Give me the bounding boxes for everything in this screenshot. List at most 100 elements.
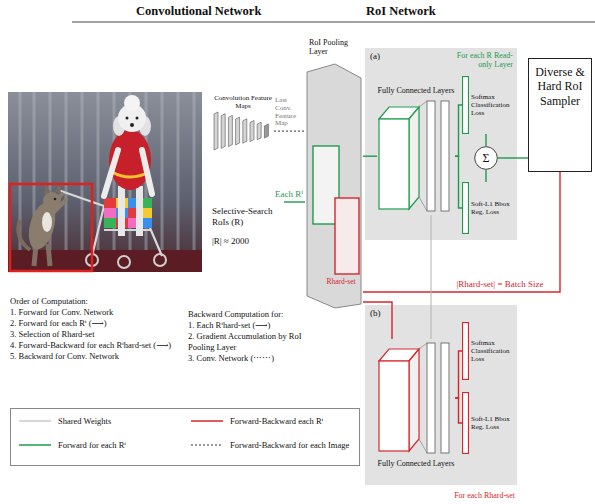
heading-rule — [72, 22, 595, 23]
fc-prism-side — [409, 107, 419, 209]
panel-tag: (a) — [370, 51, 380, 61]
roi-forward-line — [455, 156, 462, 208]
step-item: 3. Conv. Network (⋯⋯) — [188, 353, 302, 364]
step-item: 1. Each Rⁱhard-set (⟶) — [188, 320, 302, 331]
roi-forward-line — [284, 201, 305, 202]
section-heading: RoI Network — [366, 4, 436, 19]
dog-leg — [136, 186, 143, 236]
cat-eye — [54, 198, 57, 201]
photo-backdrop — [8, 92, 202, 272]
fc-layer — [441, 101, 449, 211]
conv-layer — [228, 115, 232, 146]
loss-bar — [462, 76, 469, 134]
step-list: Backward Computation for:1. Each Rⁱhard-… — [188, 309, 302, 364]
proposal-count: |R| ≈ 2000 — [212, 236, 284, 246]
set-label: Rhard-set — [322, 277, 360, 286]
roi-network-panel: (b)For each Rhard-setFully Connected Lay… — [365, 305, 517, 501]
loss-bar-shape — [463, 323, 469, 380]
roi-network-panel: (a)For each R Read-only LayerFully Conne… — [365, 48, 517, 240]
fc-drawing — [377, 97, 455, 215]
conv-layer — [236, 117, 240, 145]
list-heading: Order of Computation: — [10, 296, 186, 307]
legend-entry: Forward-Backward each Rⁱ — [190, 416, 323, 426]
legend-entry: Shared Weights — [18, 416, 111, 426]
fc-drawing — [377, 339, 455, 457]
fc-prism-front — [379, 361, 409, 451]
sum-symbol: Σ — [483, 152, 490, 164]
legend-sample — [18, 416, 52, 426]
legend-text: Forward-Backward for each Image — [230, 440, 349, 450]
stroller-wheel — [118, 256, 130, 268]
curtain-folds — [20, 92, 194, 250]
dog-jacket-trim — [112, 172, 149, 177]
legend-sample — [18, 440, 52, 450]
layer-label: Convolution Feature Maps — [212, 94, 274, 110]
fully-connected-block: Fully Connected Layers — [377, 86, 455, 215]
legend-sample-line — [191, 420, 223, 422]
legend-sample-line — [191, 445, 223, 446]
legend-text: Forward for each Rⁱ — [58, 440, 126, 450]
step-item: 1. Forward for Conv. Network — [10, 307, 186, 318]
legend-text: Shared Weights — [58, 416, 111, 426]
cat-head — [43, 192, 61, 210]
edge-label: Each Rⁱ — [259, 190, 303, 200]
image-flow-line — [274, 131, 305, 132]
fc-links — [419, 101, 427, 211]
slab-shape — [307, 64, 361, 308]
roi-forward-line — [485, 170, 486, 182]
section-heading: Convolutional Network — [136, 4, 261, 19]
fc-links — [419, 343, 427, 453]
dog-eye — [126, 117, 129, 120]
hard-roi-line — [455, 398, 462, 423]
roi-proposals: Selective-Search RoIs (R) |R| ≈ 2000 — [212, 198, 284, 246]
hard-roi-line — [363, 302, 392, 339]
panel-ground — [365, 48, 517, 240]
legend-sample-line — [19, 444, 51, 446]
sampler-label: Diverse & Hard RoI Sampler — [532, 65, 588, 108]
conv-layer — [243, 119, 247, 143]
stroller-seat — [104, 208, 116, 218]
loss-bar-shape — [463, 393, 469, 454]
shared-weights-line — [431, 215, 432, 339]
stroller-seat — [104, 198, 116, 208]
conv-layer — [264, 124, 268, 138]
loss-bar — [462, 392, 469, 454]
legend-entry: Forward-Backward for each Image — [190, 440, 349, 450]
dog-topknot — [124, 95, 140, 111]
hard-roi-line — [455, 351, 462, 398]
legend-sample — [190, 440, 224, 450]
panel-tag: (b) — [370, 308, 381, 318]
sum-circle-shape — [475, 147, 498, 170]
loss-bar — [462, 322, 469, 380]
roi-forward-line — [363, 155, 377, 156]
loss-layer: Softmax Classification Loss — [462, 76, 516, 134]
dog — [104, 95, 152, 236]
fully-connected-block: Fully Connected Layers — [377, 339, 455, 468]
fc-layer — [427, 101, 435, 211]
step-item: 2. Forward for each Rⁱ (⟶) — [10, 318, 186, 329]
stroller — [58, 190, 166, 268]
dog-arms — [104, 150, 152, 196]
layer-label: Fully Connected Layers — [377, 459, 455, 468]
stroller-wheel — [154, 254, 166, 266]
hard-roi-block — [335, 198, 359, 274]
conv-layer — [214, 112, 218, 150]
proposal-label: Selective-Search RoIs (R) — [212, 206, 284, 228]
step-item: 2. Gradient Accumulation by RoI Pooling … — [188, 331, 302, 353]
fc-layer — [441, 343, 449, 453]
fc-layer — [427, 343, 435, 453]
loss-label: Soft-L1 Bbox Reg. Loss — [471, 200, 516, 216]
edge-label: Last Conv. Feature Map — [275, 97, 305, 128]
roi-forward-line — [485, 134, 486, 146]
step-item: 3. Selection of Rhard-set — [10, 329, 186, 340]
conv-layer — [250, 121, 254, 142]
loss-layer: Soft-L1 Bbox Reg. Loss — [462, 182, 516, 234]
conv-layer — [221, 114, 225, 149]
loss-bar — [462, 182, 469, 234]
step-item: 5. Backward for Conv. Network — [10, 351, 186, 362]
roi-pooling-layer: RoI Pooling Layer — [305, 38, 363, 310]
legend-sample — [190, 416, 224, 426]
stroller-frame — [58, 190, 162, 256]
